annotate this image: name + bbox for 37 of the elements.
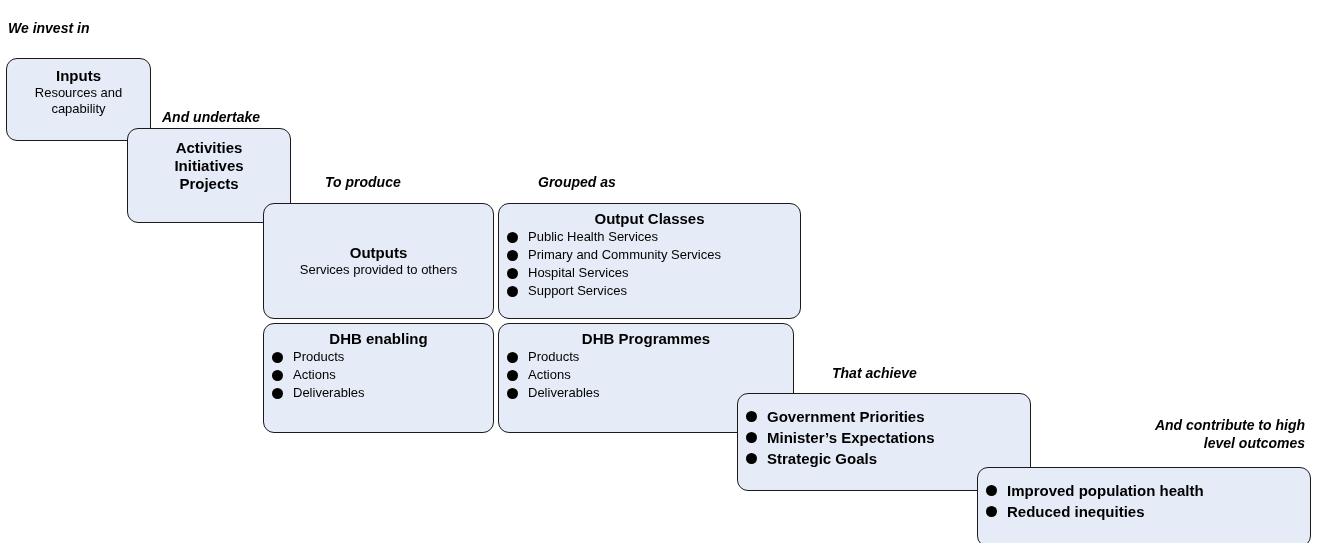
list-item: Strategic Goals bbox=[767, 449, 878, 468]
list-item: Government Priorities bbox=[767, 407, 925, 426]
list-item: Hospital Services bbox=[528, 265, 629, 281]
box-subtitle: Services provided to others bbox=[298, 262, 459, 278]
box-title: DHB Programmes bbox=[580, 330, 712, 348]
list-item: Minister’s Expectations bbox=[767, 428, 935, 447]
step-caption: And undertake bbox=[162, 108, 261, 126]
list-item: Primary and Community Services bbox=[528, 247, 721, 263]
list-item: Products bbox=[528, 349, 580, 365]
list-item: Deliverables bbox=[293, 385, 365, 401]
list-item: Reduced inequities bbox=[1007, 502, 1145, 521]
box-subtitle: Resources and capability bbox=[33, 85, 124, 117]
box-title: Outputs bbox=[348, 244, 409, 262]
list-item: Support Services bbox=[528, 283, 627, 299]
box-title: Inputs bbox=[55, 67, 102, 85]
step-caption: That achieve bbox=[832, 364, 918, 382]
list-item: Actions bbox=[528, 367, 571, 383]
list-item: Deliverables bbox=[528, 385, 600, 401]
list-item: Improved population health bbox=[1007, 481, 1204, 500]
process-box bbox=[263, 203, 494, 319]
box-title: Projects bbox=[178, 175, 240, 193]
process-box bbox=[263, 323, 494, 433]
step-caption: To produce bbox=[325, 173, 402, 191]
process-box bbox=[127, 128, 291, 223]
list-item: Products bbox=[293, 349, 345, 365]
box-title: Initiatives bbox=[173, 157, 245, 175]
list-item: Public Health Services bbox=[528, 229, 659, 245]
process-box bbox=[6, 58, 151, 141]
step-caption: Grouped as bbox=[538, 173, 617, 191]
process-box bbox=[977, 467, 1311, 543]
list-item: Actions bbox=[293, 367, 336, 383]
process-box bbox=[498, 203, 801, 319]
box-title: DHB enabling bbox=[328, 330, 429, 348]
box-title: Output Classes bbox=[593, 210, 706, 228]
step-caption: We invest in bbox=[8, 19, 91, 37]
box-title: Activities bbox=[174, 139, 244, 157]
step-caption: And contribute to high level outcomes bbox=[1153, 416, 1305, 452]
